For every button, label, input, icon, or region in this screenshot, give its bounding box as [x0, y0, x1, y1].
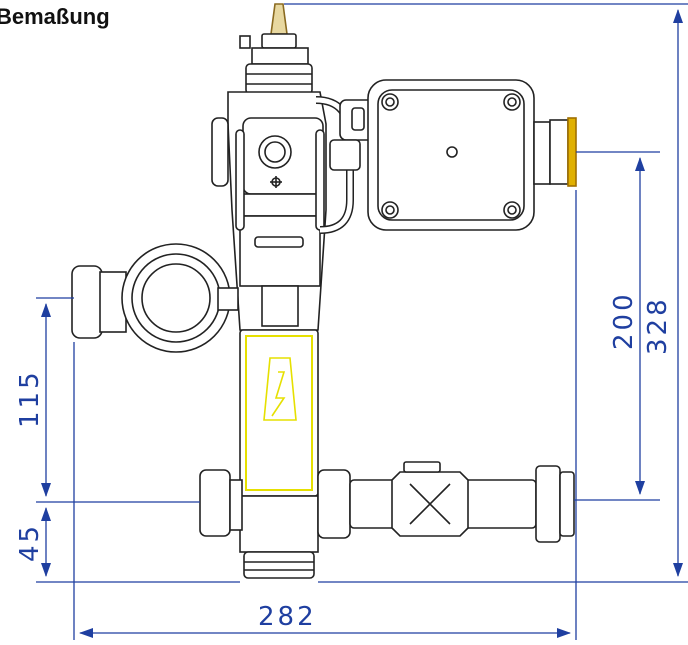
drawing-title: Bemaßung — [0, 4, 110, 29]
dim-height-200: 200 — [609, 291, 639, 350]
temperature-sensor — [239, 3, 313, 95]
dim-height-328: 328 — [643, 296, 673, 355]
electric-connector — [329, 99, 375, 171]
dimension-lines — [36, 3, 688, 640]
thermometer-gauge — [71, 243, 239, 353]
mixing-station — [71, 3, 577, 579]
circulation-pump — [367, 79, 577, 231]
mixer-body — [239, 329, 319, 579]
dim-height-45: 45 — [15, 523, 45, 562]
dim-width-282: 282 — [258, 602, 317, 632]
return-fitting — [199, 469, 243, 537]
dim-height-115: 115 — [15, 369, 45, 428]
valve-actuator — [211, 91, 327, 331]
dimension-labels: 282 328 200 115 45 — [15, 291, 673, 632]
flow-pipe — [317, 461, 575, 543]
